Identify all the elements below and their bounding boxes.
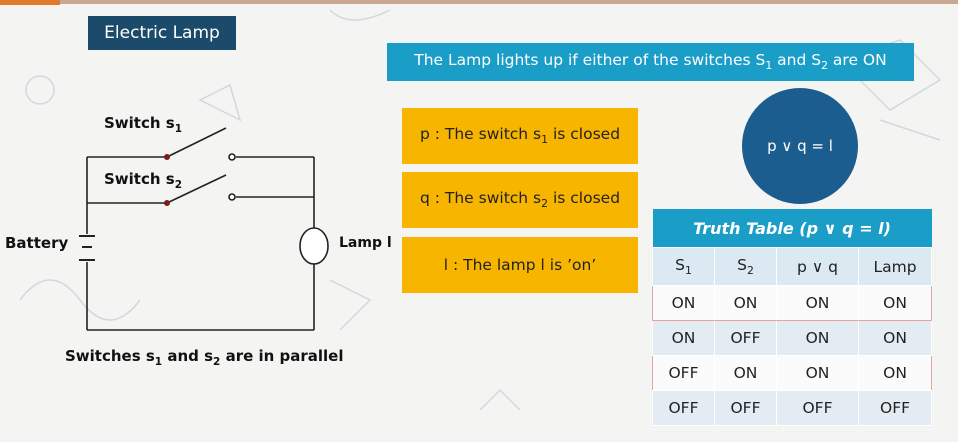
parallel-circuit-diagram	[79, 127, 329, 331]
table-row: OFF OFF OFF OFF	[652, 390, 933, 426]
switch1-blade	[166, 127, 227, 158]
proposition-q: q : The switch s2 is closed	[402, 172, 638, 228]
lamp-label: Lamp l	[339, 235, 392, 251]
logic-circle: p ∨ q = l	[742, 88, 858, 204]
battery-label: Battery	[5, 234, 69, 252]
title-text: Electric Lamp	[104, 23, 220, 43]
table-cell: ON	[652, 285, 715, 321]
truth-table: Truth Table (p ∨ q = l) S1 S2 p ∨ q Lamp…	[652, 209, 933, 426]
top-accent-bar	[0, 0, 60, 5]
table-cell: ON	[714, 355, 777, 391]
table-cell: OFF	[652, 390, 715, 426]
switch1-label: Switch s1	[104, 114, 183, 135]
table-cell: ON	[776, 320, 859, 356]
table-cell: OFF	[776, 390, 859, 426]
table-cell: OFF	[652, 355, 715, 391]
table-cell: ON	[776, 285, 859, 321]
proposition-l: l : The lamp l is ’on’	[402, 237, 638, 293]
table-cell: ON	[714, 285, 777, 321]
proposition-p: p : The switch s1 is closed	[402, 108, 638, 164]
switch1-pivot	[164, 154, 170, 160]
header-s1: S1	[652, 247, 715, 286]
switch2-contact	[228, 193, 236, 201]
table-cell: ON	[857, 285, 933, 321]
table-row: OFF ON ON ON	[652, 355, 933, 391]
table-cell: OFF	[714, 390, 777, 426]
header-lamp: Lamp	[857, 247, 933, 286]
header-p-or-q: p ∨ q	[776, 247, 859, 286]
proposition-l-text: l : The lamp l is ’on’	[443, 256, 597, 274]
title-badge: Electric Lamp	[88, 16, 236, 50]
table-row: ON ON ON ON	[652, 285, 933, 321]
truth-table-title: Truth Table (p ∨ q = l)	[652, 209, 932, 248]
lamp-icon	[299, 227, 329, 265]
switch2-pivot	[164, 200, 170, 206]
header-s2: S2	[714, 247, 777, 286]
table-cell: OFF	[857, 390, 933, 426]
table-cell: ON	[652, 320, 715, 356]
table-cell: OFF	[714, 320, 777, 356]
truth-table-title-row: Truth Table (p ∨ q = l)	[652, 209, 932, 248]
switch2-blade	[166, 174, 227, 204]
proposition-p-text: p : The switch s1 is closed	[419, 125, 621, 147]
proposition-q-text: q : The switch s2 is closed	[419, 189, 621, 211]
table-cell: ON	[776, 355, 859, 391]
statement-text: The Lamp lights up if either of the swit…	[414, 51, 887, 73]
truth-table-header-row: S1 S2 p ∨ q Lamp	[652, 247, 933, 286]
table-cell: ON	[857, 355, 933, 391]
table-row: ON OFF ON ON	[652, 320, 933, 356]
circle-label: p ∨ q = l	[767, 137, 833, 155]
switch1-contact	[228, 153, 236, 161]
top-border	[0, 0, 958, 4]
circuit-caption: Switches s1 and s2 are in parallel	[65, 347, 344, 368]
statement-banner: The Lamp lights up if either of the swit…	[387, 43, 914, 81]
table-cell: ON	[857, 320, 933, 356]
switch2-label: Switch s2	[104, 170, 183, 191]
